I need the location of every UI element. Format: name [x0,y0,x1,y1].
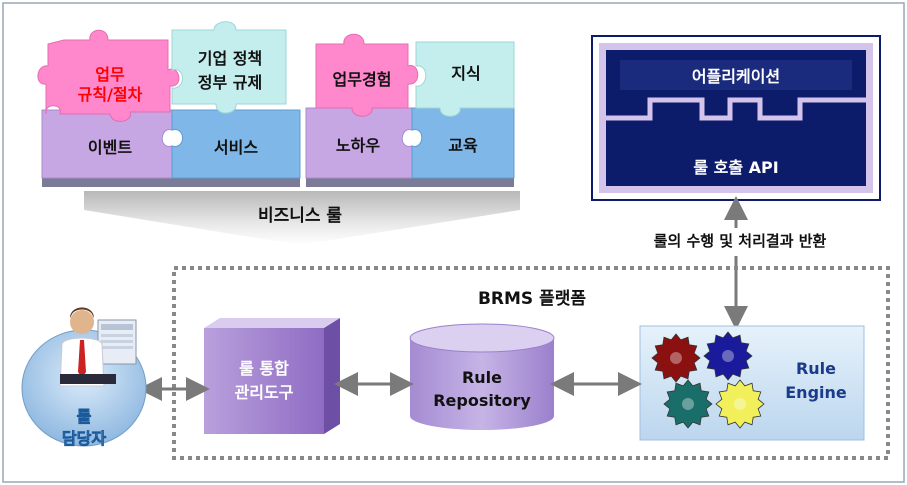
owner-line1: 룰 [77,407,92,426]
execution-label: 룰의 수행 및 처리결과 반환 [654,232,827,250]
application-interface-line [606,97,866,121]
rule-owner: 룰 담당자 [21,307,147,448]
regulation-line2: 정부 규제 [198,73,262,92]
business-rules-arrow-label: 비즈니스 룰 [258,206,342,226]
knowledge-label: 지식 [451,64,480,83]
application-box: 어플리케이션 룰 호출 API [591,35,881,201]
puzzle-group-right: 업무경험 지식 노하우 교육 [305,33,515,187]
rule-engine: Rule Engine [639,325,865,441]
puzzle-group-left: 업무 규칙/절차 기업 정책 정부 규제 이벤트 서비스 [37,21,301,187]
gear-red-icon [651,333,701,383]
repo-top [409,323,555,353]
gear-blue-hub [722,350,734,362]
engine-line2: Engine [785,383,847,402]
application-band [620,60,852,90]
education-label: 교육 [448,136,478,155]
gear-red-hub [670,352,682,364]
puzzle-piece-knowledge [415,41,515,117]
rule-management-tool: 룰 통합 관리도구 [204,318,340,434]
repo-body [410,338,554,430]
application-label: 어플리케이션 [692,67,780,86]
regulation-line1: 기업 정책 [198,49,262,68]
gear-yellow-hub [734,398,746,410]
brms-platform-title: BRMS 플랫폼 [478,289,586,309]
owner-line2: 담당자 [62,429,106,448]
tool-line1: 룰 통합 [239,359,289,378]
tool-box-front [204,328,324,434]
rule-repository: Rule Repository [409,323,555,430]
gear-teal-icon [663,379,713,429]
service-label: 서비스 [214,138,258,157]
business-rules-line1: 업무 [95,65,125,84]
business-rules-line2: 규칙/절차 [78,85,143,104]
tool-box-top [204,318,340,328]
tool-line2: 관리도구 [235,383,294,402]
puzzle-piece-business-rules [37,29,180,122]
event-label: 이벤트 [88,138,132,157]
experience-label: 업무경험 [333,70,392,89]
puzzle-piece-experience [315,33,419,117]
puzzle-piece-regulation [171,21,287,114]
puzzle-piece-service [171,109,301,179]
brms-platform-frame [172,266,890,460]
person-icon [70,310,94,334]
rule-api-label: 룰 호출 API [693,158,778,177]
repo-line1: Rule [462,368,502,387]
tool-box-side [324,318,340,434]
puzzle-piece-education [411,107,515,179]
engine-gears [651,331,765,429]
laptop-icon [60,374,116,384]
business-rules-arrow [84,191,520,245]
repo-line2: Repository [433,391,531,410]
gear-teal-hub [682,398,694,410]
gear-yellow-icon [715,379,765,429]
gear-blue-icon [703,331,753,381]
knowhow-label: 노하우 [336,136,380,155]
engine-line1: Rule [796,359,836,378]
